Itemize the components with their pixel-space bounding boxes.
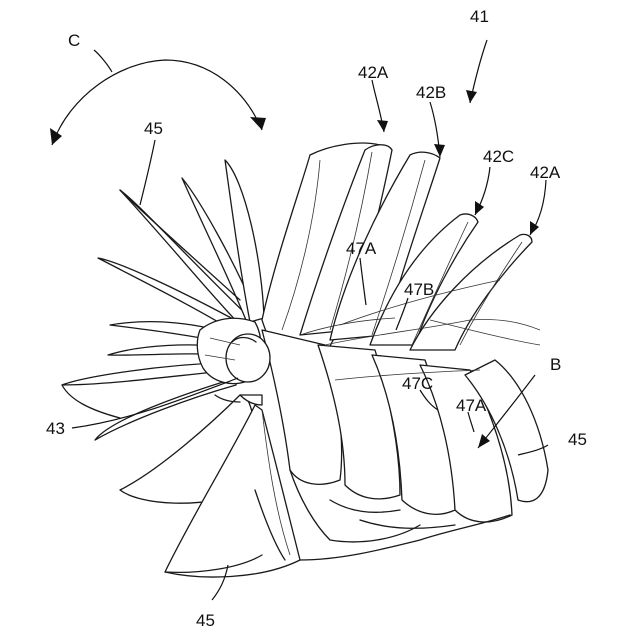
label-slit-47a-upper: 47A <box>346 239 377 258</box>
label-blade-42c: 42C <box>483 147 514 166</box>
rear-blades <box>62 160 264 440</box>
label-blade-45-top: 45 <box>144 119 163 138</box>
label-blade-42a-right: 42A <box>530 163 561 182</box>
label-slit-47c: 47C <box>402 374 433 393</box>
label-blade-45-bottom: 45 <box>196 611 215 630</box>
label-blade-42a-top: 42A <box>358 63 389 82</box>
front-blades <box>255 143 548 560</box>
label-slit-47a-lower: 47A <box>456 396 487 415</box>
label-fan-41: 41 <box>470 7 489 26</box>
label-blade-42b: 42B <box>416 83 446 102</box>
lower-left-blades <box>120 395 300 577</box>
label-slit-47b: 47B <box>404 280 434 299</box>
label-blade-45-right: 45 <box>568 430 587 449</box>
label-hub-43: 43 <box>46 419 65 438</box>
label-rotation-c: C <box>68 31 80 50</box>
label-direction-b: B <box>550 355 561 374</box>
